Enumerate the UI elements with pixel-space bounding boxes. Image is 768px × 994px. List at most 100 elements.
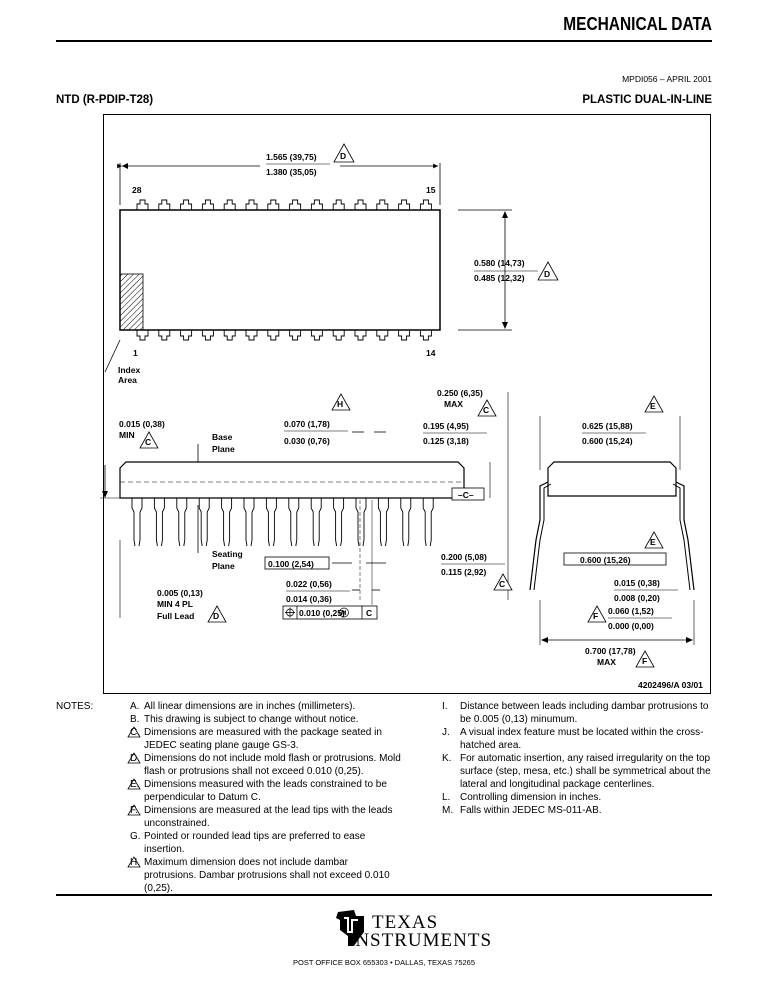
body-thickness-min-dim: 0.125 (3,18) bbox=[423, 436, 469, 446]
note-item: J.A visual index feature must be located… bbox=[440, 726, 720, 752]
pin-15-label: 15 bbox=[426, 185, 436, 195]
height-max-dim: 0.250 (6,35) bbox=[437, 388, 483, 398]
svg-text:D: D bbox=[213, 611, 219, 621]
package-lead bbox=[376, 199, 389, 210]
note-item: I. Distance between leads including damba… bbox=[440, 700, 720, 726]
note-triangle-icon bbox=[127, 856, 141, 868]
side-lead bbox=[333, 498, 345, 547]
note-text: For automatic insertion, any raised irre… bbox=[460, 753, 711, 790]
note-triangle-icon bbox=[127, 804, 141, 816]
note-text: Dimensions are measured with the package… bbox=[144, 727, 382, 751]
side-lead bbox=[153, 498, 165, 547]
position-tolerance-dim: 0.010 (0,25) bbox=[299, 608, 345, 618]
package-lead bbox=[201, 330, 214, 341]
svg-text:MAX: MAX bbox=[444, 399, 463, 409]
package-lead bbox=[245, 330, 258, 341]
note-letter: E. bbox=[130, 779, 140, 790]
package-lead bbox=[419, 199, 432, 210]
note-letter: H. bbox=[130, 857, 140, 868]
package-lead bbox=[158, 330, 171, 341]
side-lead bbox=[221, 498, 233, 547]
note-text: Distance between leads including dambar … bbox=[460, 701, 709, 725]
note-letter: A. bbox=[130, 701, 140, 712]
width-min-dim: 0.485 (12,32) bbox=[474, 273, 525, 283]
package-lead bbox=[310, 199, 323, 210]
package-lead bbox=[398, 330, 411, 341]
footer-rule bbox=[56, 894, 712, 896]
note-letter: D. bbox=[130, 753, 140, 764]
note-item: L.Controlling dimension in inches. bbox=[440, 791, 720, 804]
svg-text:Plane: Plane bbox=[212, 444, 235, 454]
lead-pitch-dim: 0.100 (2,54) bbox=[268, 559, 314, 569]
lead-width-max-dim: 0.022 (0,56) bbox=[286, 579, 332, 589]
standoff-min-dim: 0.015 (0,38) bbox=[119, 419, 165, 429]
page-title: MECHANICAL DATA bbox=[563, 14, 712, 34]
side-lead bbox=[131, 498, 143, 547]
notes-heading: NOTES: bbox=[56, 701, 94, 712]
note-item: G.Pointed or rounded lead tips are prefe… bbox=[56, 830, 401, 856]
side-lead bbox=[243, 498, 255, 547]
note-letter: C. bbox=[130, 727, 140, 738]
note-item: F.Dimensions are measured at the lead ti… bbox=[56, 804, 401, 830]
package-lead bbox=[289, 330, 302, 341]
package-lead bbox=[136, 330, 149, 341]
lead-width-min-dim: 0.014 (0,36) bbox=[286, 594, 332, 604]
pin-1-label: 1 bbox=[133, 348, 138, 358]
package-lead bbox=[332, 199, 345, 210]
package-lead bbox=[201, 199, 214, 210]
lead-spread-max-dim: 0.060 (1,52) bbox=[608, 606, 654, 616]
note-text: A visual index feature must be located w… bbox=[460, 727, 704, 751]
note-item: B. This drawing is subject to change with… bbox=[56, 713, 401, 726]
package-type: PLASTIC DUAL-IN-LINE bbox=[582, 94, 712, 106]
note-text: This drawing is subject to change withou… bbox=[144, 714, 359, 725]
note-d-triangle bbox=[333, 143, 355, 163]
base-plane-label: Base bbox=[212, 432, 233, 442]
package-body-side-view bbox=[119, 461, 465, 499]
drawing-number: 4202496/A 03/01 bbox=[638, 680, 703, 690]
svg-text:Plane: Plane bbox=[212, 561, 235, 571]
lead-thickness-max-dim: 0.015 (0,38) bbox=[614, 578, 660, 588]
row-width-min-dim: 0.600 (15,24) bbox=[582, 436, 633, 446]
side-lead bbox=[310, 498, 322, 547]
side-lead bbox=[377, 498, 389, 547]
ti-logo-icon bbox=[336, 910, 364, 946]
shoulder-min-dim: 0.030 (0,76) bbox=[284, 436, 330, 446]
svg-text:C: C bbox=[483, 405, 489, 415]
pin-14-label: 14 bbox=[426, 348, 436, 358]
package-lead bbox=[245, 199, 258, 210]
logo-text-instruments: INSTRUMENTS bbox=[348, 930, 493, 951]
note-text: Dimensions measured with the leads const… bbox=[144, 779, 387, 803]
note-letter: B. bbox=[130, 714, 140, 725]
note-letter: G. bbox=[130, 831, 141, 842]
side-view-leads bbox=[131, 498, 434, 547]
row-spacing-dim: 0.600 (15,26) bbox=[580, 555, 631, 565]
svg-text:E: E bbox=[650, 401, 656, 411]
overall-width-max-dim: 0.700 (17,78) bbox=[585, 646, 636, 656]
body-thickness-max-dim: 0.195 (4,95) bbox=[423, 421, 469, 431]
note-text: Pointed or rounded lead tips are preferr… bbox=[144, 831, 366, 855]
package-lead bbox=[354, 199, 367, 210]
package-lead bbox=[180, 330, 193, 341]
package-lead bbox=[419, 330, 432, 341]
package-lead bbox=[398, 199, 411, 210]
note-text: Dimensions are measured at the lead tips… bbox=[144, 805, 393, 829]
seating-plane-label: Seating bbox=[212, 549, 243, 559]
note-triangle-icon bbox=[127, 778, 141, 790]
note-item: E. Dimensions measured with the leads con… bbox=[56, 778, 401, 804]
side-lead bbox=[355, 498, 367, 547]
length-max-dim: 1.565 (39,75) bbox=[266, 152, 317, 162]
package-lead bbox=[354, 330, 367, 341]
note-text: Controlling dimension in inches. bbox=[460, 792, 602, 803]
note-letter: I. bbox=[442, 701, 448, 712]
lead-length-max-dim: 0.200 (5,08) bbox=[441, 552, 487, 562]
lead-length-min-dim: 0.115 (2,92) bbox=[441, 567, 487, 577]
svg-text:MAX: MAX bbox=[597, 657, 616, 667]
svg-text:M: M bbox=[341, 610, 346, 617]
package-lead bbox=[376, 330, 389, 341]
svg-text:MIN 4 PL: MIN 4 PL bbox=[157, 599, 193, 609]
package-code: NTD (R-PDIP-T28) bbox=[56, 94, 154, 106]
svg-text:D: D bbox=[340, 151, 346, 161]
width-max-dim: 0.580 (14,73) bbox=[474, 258, 525, 268]
side-lead bbox=[422, 498, 434, 547]
shoulder-max-dim: 0.070 (1,78) bbox=[284, 419, 330, 429]
